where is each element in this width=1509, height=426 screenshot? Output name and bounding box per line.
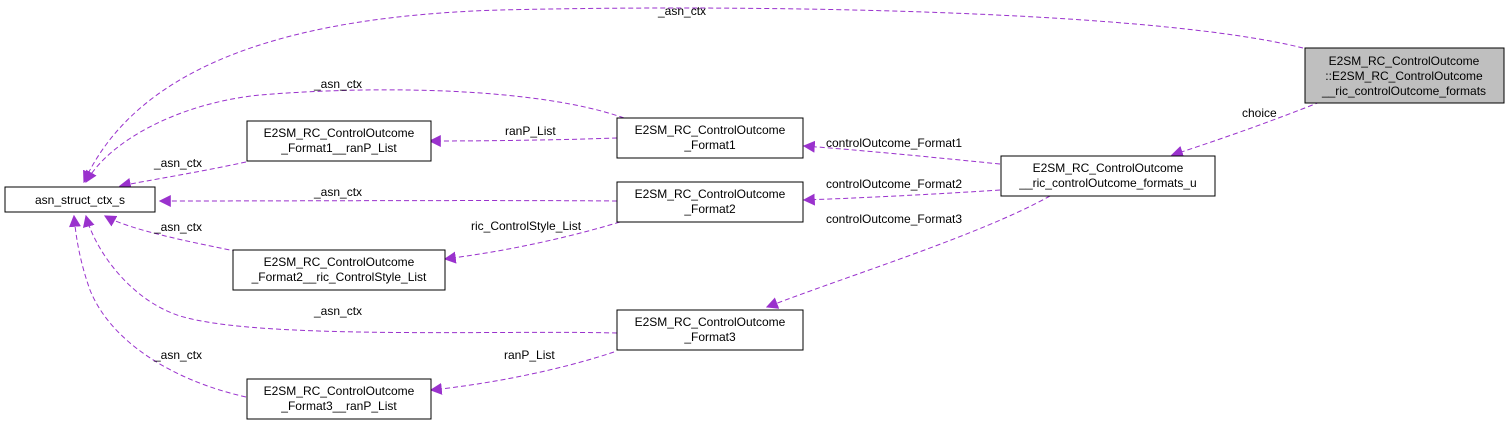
edge-label-format3-ranp-list: ranP_List	[504, 348, 555, 362]
edge-control-outcome-format2: controlOutcome_Format2	[802, 177, 1001, 206]
edge-format3-ranp-asn-ctx: _asn_ctx	[69, 214, 247, 398]
node-label-line-1: E2SM_RC_ControlOutcome	[635, 315, 786, 329]
node-label-line-2: ::E2SM_RC_ControlOutcome	[1325, 69, 1483, 83]
node-label-line-1: E2SM_RC_ControlOutcome	[635, 123, 786, 137]
node-format1[interactable]: E2SM_RC_ControlOutcome _Format1	[616, 117, 804, 159]
node-label-line-2: _Format3__ranP_List	[280, 399, 397, 413]
node-format2[interactable]: E2SM_RC_ControlOutcome _Format2	[616, 181, 804, 223]
node-label-line-1: E2SM_RC_ControlOutcome	[635, 187, 786, 201]
edge-format3-asn-ctx: _asn_ctx	[82, 214, 618, 334]
edge-control-outcome-format1: controlOutcome_Format1	[802, 136, 1001, 165]
edge-format3-ranp-list: ranP_List	[429, 348, 615, 395]
node-ric-control-outcome-formats-u[interactable]: E2SM_RC_ControlOutcome __ric_controlOutc…	[1000, 155, 1216, 197]
node-label-line-1: E2SM_RC_ControlOutcome	[264, 126, 415, 140]
node-asn-struct-ctx-s[interactable]: asn_struct_ctx_s	[4, 186, 156, 213]
node-label: asn_struct_ctx_s	[35, 193, 125, 207]
edge-format1-ranp-asn-ctx: _asn_ctx	[118, 156, 247, 190]
edge-label-format1-asn-ctx: _asn_ctx	[313, 77, 362, 91]
edge-label-format3-ranp-asn-ctx: _asn_ctx	[153, 348, 202, 362]
node-format2-ric-control-style-list[interactable]: E2SM_RC_ControlOutcome _Format2__ric_Con…	[232, 249, 446, 291]
node-format1-ranp-list[interactable]: E2SM_RC_ControlOutcome _Format1__ranP_Li…	[246, 120, 432, 162]
edge-label-format2-style-asn-ctx: _asn_ctx	[153, 220, 202, 234]
node-label-line-3: __ric_controlOutcome_formats	[1321, 84, 1486, 98]
node-label-line-2: _Format3	[683, 330, 736, 344]
node-label-line-2: _Format1__ranP_List	[280, 141, 397, 155]
edge-format2-style-asn-ctx: _asn_ctx	[103, 215, 246, 254]
edge-label-top-asn-ctx: _asn_ctx	[657, 4, 706, 18]
node-ric-control-outcome-formats[interactable]: E2SM_RC_ControlOutcome ::E2SM_RC_Control…	[1304, 47, 1505, 104]
edge-top-asn-ctx: _asn_ctx	[83, 4, 1304, 184]
edge-label-format2-asn-ctx: _asn_ctx	[313, 185, 362, 199]
edge-label-choice: choice	[1242, 106, 1277, 120]
node-label-line-2: _Format1	[683, 138, 736, 152]
edge-format2-style-list: ric_ControlStyle_List	[443, 219, 621, 264]
edge-label-control-outcome-format3: controlOutcome_Format3	[826, 212, 962, 226]
node-label-line-1: E2SM_RC_ControlOutcome	[1033, 161, 1184, 175]
edge-label-control-outcome-format2: controlOutcome_Format2	[826, 177, 962, 191]
node-label-line-2: _Format2__ric_ControlStyle_List	[251, 270, 427, 284]
edge-control-outcome-format3: controlOutcome_Format3	[765, 195, 1051, 309]
node-label-line-2: __ric_controlOutcome_formats_u	[1018, 176, 1196, 190]
node-label-line-2: _Format2	[683, 202, 736, 216]
edge-label-format1-ranp-list: ranP_List	[505, 124, 556, 138]
edge-label-format1-ranp-asn-ctx: _asn_ctx	[153, 156, 202, 170]
edge-format1-asn-ctx: _asn_ctx	[85, 77, 625, 184]
node-format3[interactable]: E2SM_RC_ControlOutcome _Format3	[616, 309, 804, 351]
edge-choice: choice	[1170, 101, 1321, 158]
edge-label-format2-style-list: ric_ControlStyle_List	[471, 219, 582, 233]
node-label-line-1: E2SM_RC_ControlOutcome	[264, 255, 415, 269]
node-label-line-1: E2SM_RC_ControlOutcome	[1329, 54, 1480, 68]
node-label-line-1: E2SM_RC_ControlOutcome	[264, 384, 415, 398]
edge-label-format3-asn-ctx: _asn_ctx	[313, 304, 362, 318]
edge-format2-asn-ctx: _asn_ctx	[158, 185, 618, 207]
edge-label-control-outcome-format1: controlOutcome_Format1	[826, 136, 962, 150]
node-format3-ranp-list[interactable]: E2SM_RC_ControlOutcome _Format3__ranP_Li…	[246, 378, 432, 420]
edge-format1-ranp-list: ranP_List	[428, 124, 618, 147]
